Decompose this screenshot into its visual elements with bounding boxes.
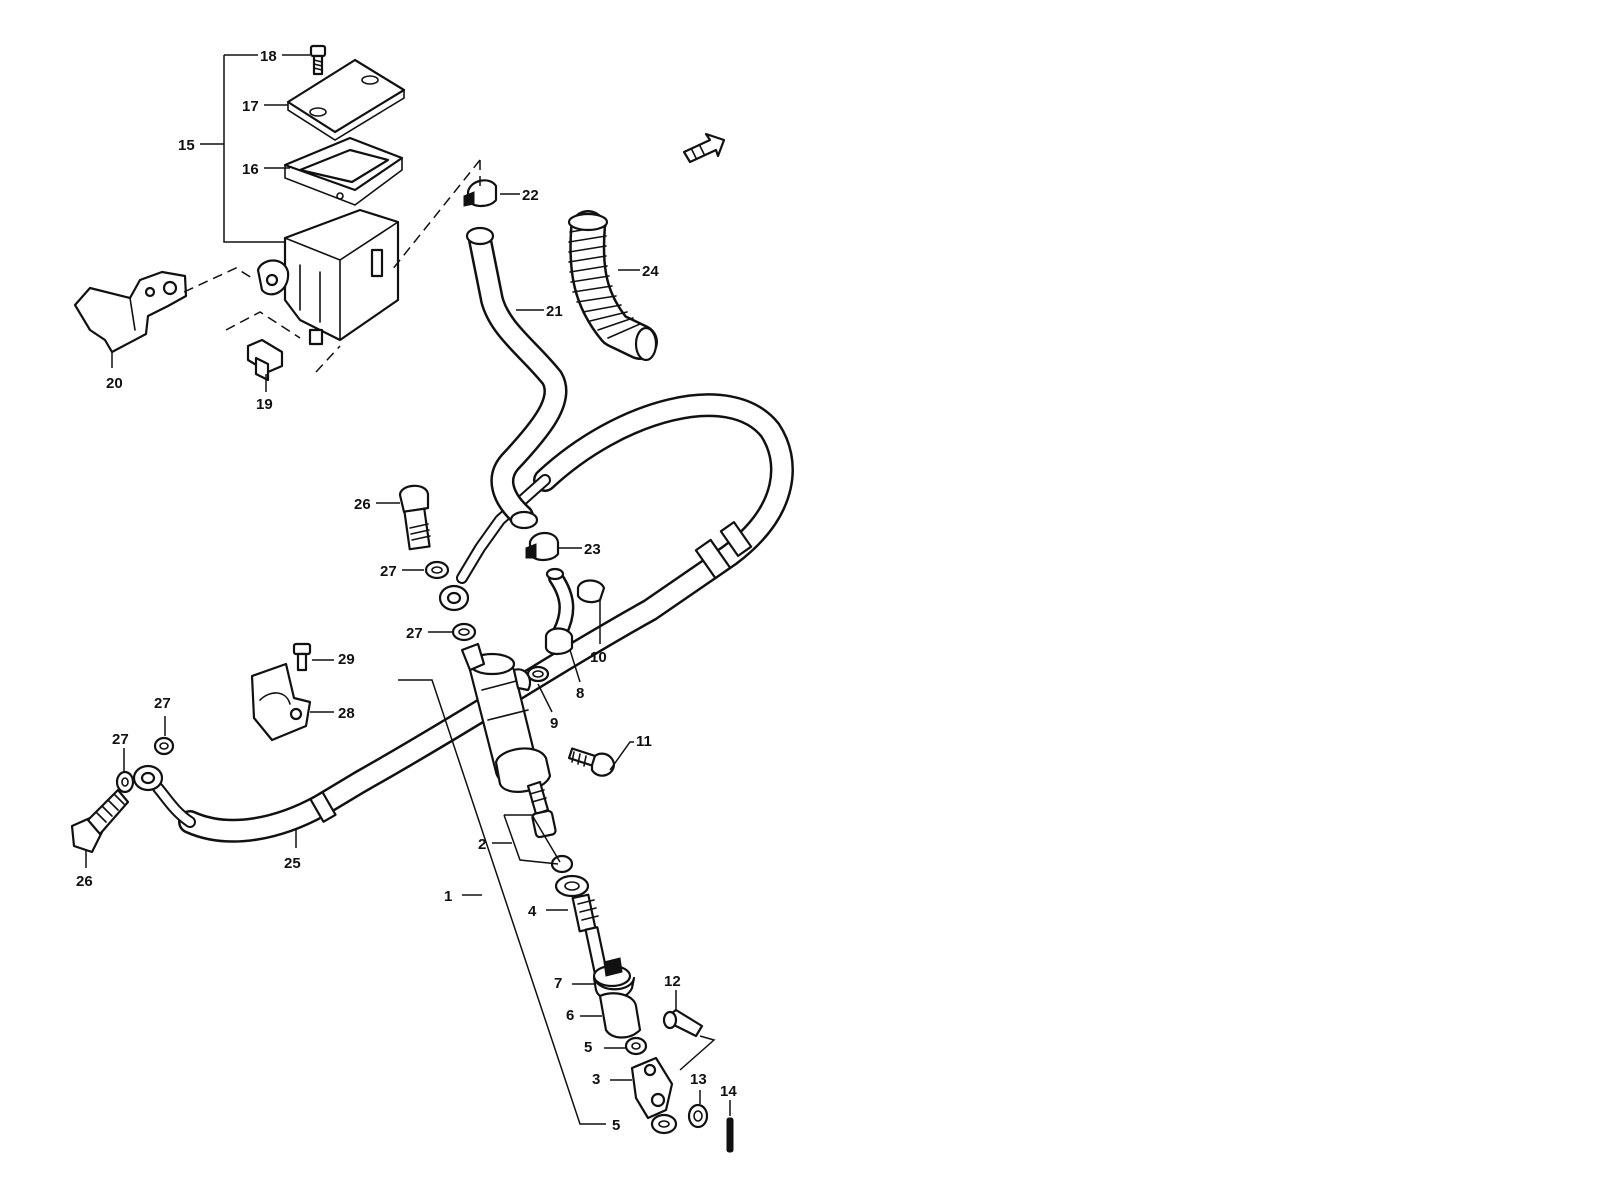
reservoir-holder-28 [250,662,312,742]
clamp-23 [525,531,560,562]
reservoir-hose-21 [465,226,568,530]
callout-28: 28 [338,705,355,722]
o-ring-9 [526,665,550,683]
reservoir-assembly-15 [256,44,406,346]
clamp-22 [463,179,498,208]
brake-hose-25 [132,393,794,843]
cap-screw-18 [309,44,327,76]
leader-lines [85,54,731,1125]
callout-24: 24 [642,263,659,280]
clevis-3 [630,1056,674,1120]
union-bolt-26-lower [70,788,130,854]
callout-1: 1 [444,888,452,905]
callout-21: 21 [546,303,563,320]
clevis-pin-12 [662,1008,704,1038]
callout-13: 13 [690,1071,707,1088]
callout-26-lower: 26 [76,873,93,890]
washer-27-b [451,622,477,642]
callout-22: 22 [522,187,539,204]
reservoir-cap-17 [286,58,406,141]
washer-13 [687,1103,709,1129]
cotter-pin-14 [726,1117,734,1153]
callout-23: 23 [584,541,601,558]
reservoir-bracket-20 [73,270,188,354]
callout-3: 3 [592,1071,600,1088]
callout-19: 19 [256,396,273,413]
callout-17: 17 [242,98,259,115]
callout-7: 7 [554,975,562,992]
callout-18: 18 [260,48,277,65]
clip-10 [576,579,606,604]
callout-29: 29 [338,651,355,668]
callout-25: 25 [284,855,301,872]
boot-6 [598,992,642,1039]
washer-27-c [153,736,175,756]
callout-27-a: 27 [380,563,397,580]
callout-8: 8 [576,685,584,702]
front-arrow-icon [682,132,726,164]
washer-27-a [424,560,450,580]
callout-5-lower: 5 [612,1117,620,1134]
reservoir-body [256,208,400,346]
callout-12: 12 [664,973,681,990]
callout-labels: 1 2 3 4 5 5 6 7 8 9 10 11 12 13 14 15 16… [76,48,737,1134]
bolt-19 [246,338,284,382]
callout-6: 6 [566,1007,574,1024]
bolt-11 [567,747,616,777]
diaphragm-plate-16 [283,136,404,206]
callout-9: 9 [550,715,558,732]
callout-5-upper: 5 [584,1039,592,1056]
alignment-lines [183,159,481,373]
callout-27-c: 27 [154,695,171,712]
washer-27-d [115,770,135,794]
callout-14: 14 [720,1083,737,1100]
master-cylinder-body-1 [460,642,552,816]
union-bolt-26-upper [398,484,431,551]
callout-20: 20 [106,375,123,392]
callout-2: 2 [478,836,486,853]
callout-16: 16 [242,161,259,178]
callout-27-b: 27 [406,625,423,642]
callout-4: 4 [528,903,537,920]
callout-10: 10 [590,649,607,666]
elbow-connector-8 [544,567,575,656]
screw-29 [292,642,312,672]
pushrod-4 [554,874,608,974]
nut-5-upper [624,1036,648,1056]
nut-5-lower [650,1113,678,1135]
corrugated-hose-24 [567,210,658,362]
callout-11: 11 [636,733,652,750]
callout-15: 15 [178,137,195,154]
callout-26-upper: 26 [354,496,371,513]
callout-27-d: 27 [112,731,129,748]
